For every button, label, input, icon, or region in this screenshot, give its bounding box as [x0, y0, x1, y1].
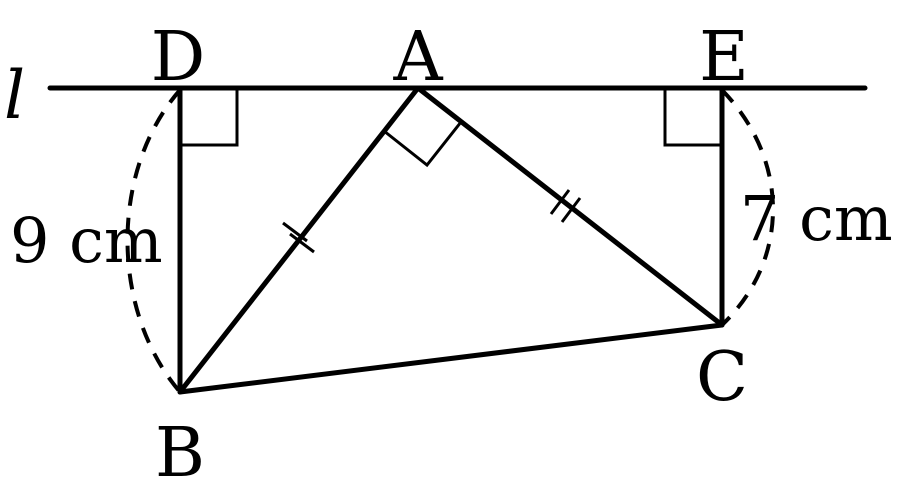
arc-EC [720, 88, 775, 327]
segment-AC [415, 85, 725, 328]
right-angle-A [383, 121, 463, 168]
point-D-label: D [151, 18, 206, 97]
right-angle-D [180, 88, 239, 147]
line-l-label: l [4, 57, 25, 134]
length-DB-label: 9 cm [10, 204, 163, 277]
length-EC-label: 7 cm [740, 182, 893, 255]
point-B-label: B [155, 414, 205, 493]
arc-DB [125, 88, 182, 394]
tick-marks-AB [282, 221, 315, 254]
point-C-label: C [696, 338, 748, 417]
tick-marks-AC [549, 189, 582, 223]
point-E-label: E [699, 18, 749, 97]
segment-BC [177, 322, 725, 395]
point-A-label: A [392, 18, 443, 97]
right-angle-E [663, 88, 722, 147]
